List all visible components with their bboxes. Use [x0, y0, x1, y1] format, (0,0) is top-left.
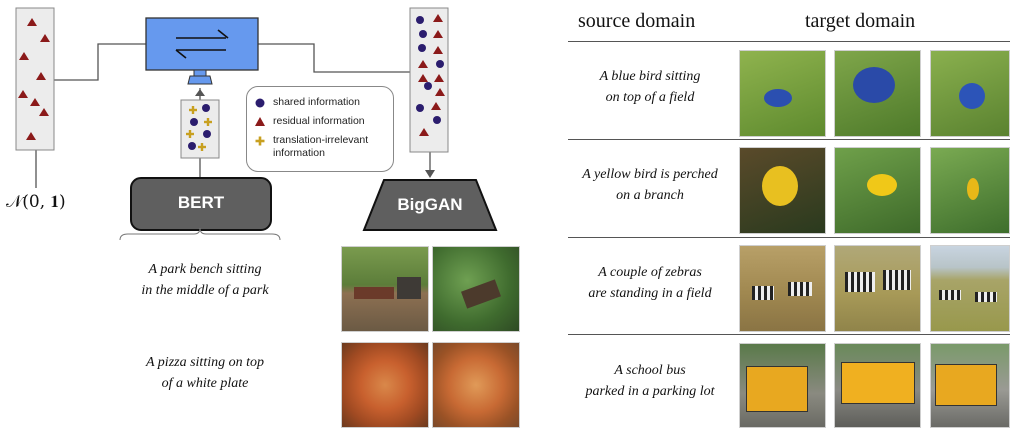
- table-row-4-line1: A school bus: [614, 363, 686, 378]
- blue-bird-image-1: [739, 50, 826, 137]
- example-caption-2-line1: A pizza sitting on top: [146, 355, 264, 370]
- embedding-pluses: [186, 106, 212, 151]
- yellow-bird-image-3: [930, 147, 1010, 234]
- translator-to-latent-line: [258, 43, 410, 73]
- legend-label-irrelevant: translation-irrelevant information: [273, 134, 369, 159]
- example-caption-1-line1: A park bench sitting: [148, 262, 262, 277]
- text-embedding-vector: [180, 99, 220, 159]
- zebra-image-2: [834, 245, 921, 332]
- noise-vector: [15, 7, 55, 151]
- blue-bird-image-3: [930, 50, 1010, 137]
- adapter-neck: [193, 69, 207, 77]
- table-row-4-caption: A school bus parked in a parking lot: [570, 360, 730, 402]
- noise-distribution-label: 𝒩(0, 𝟏): [6, 192, 66, 212]
- example-caption-2: A pizza sitting on top of a white plate: [110, 352, 300, 394]
- legend-item-shared: shared information: [253, 96, 360, 110]
- table-row-1-line2: on top of a field: [605, 90, 695, 105]
- table-rule-top: [568, 41, 1010, 42]
- bert-input-brace: [119, 227, 281, 241]
- translation-arrows-icon: [175, 29, 229, 59]
- zebra-image-3: [930, 245, 1010, 332]
- translator-block: [145, 17, 259, 71]
- table-row-3-line1: A couple of zebras: [598, 265, 702, 280]
- table-rule-3: [568, 334, 1010, 335]
- biggan-label: BigGAN: [397, 195, 463, 214]
- generated-image-bench-2: [432, 246, 520, 332]
- example-caption-2-line2: of a white plate: [161, 376, 249, 391]
- legend: shared information residual information …: [246, 86, 394, 172]
- blue-bird-image-2: [834, 50, 921, 137]
- generated-image-pizza-2: [432, 342, 520, 428]
- table-row-1-caption: A blue bird sitting on top of a field: [570, 66, 730, 108]
- model-diagram: [15, 7, 498, 241]
- yellow-bird-image-1: [739, 147, 826, 234]
- noise-vector-triangles: [18, 18, 50, 140]
- table-row-1-line1: A blue bird sitting: [599, 69, 701, 84]
- triangle-icon: [255, 117, 265, 126]
- example-caption-1-line2: in the middle of a park: [141, 283, 269, 298]
- latent-triangles: [418, 14, 445, 136]
- table-rule-1: [568, 139, 1010, 140]
- table-row-2-line2: on a branch: [616, 188, 684, 203]
- example-caption-1: A park bench sitting in the middle of a …: [110, 259, 300, 301]
- table-row-2-caption: A yellow bird is perched on a branch: [570, 164, 730, 206]
- header-source-domain: source domain: [578, 10, 696, 32]
- table-rule-2: [568, 237, 1010, 238]
- school-bus-image-3: [930, 343, 1010, 428]
- zebra-image-1: [739, 245, 826, 332]
- school-bus-image-2: [834, 343, 921, 428]
- table-row-4-line2: parked in a parking lot: [585, 384, 715, 399]
- arrowhead-down: [425, 170, 435, 178]
- legend-label-residual: residual information: [273, 115, 365, 127]
- generated-image-pizza-1: [341, 342, 429, 428]
- circle-icon: [255, 98, 265, 108]
- table-row-3-line2: are standing in a field: [588, 286, 712, 301]
- latent-circles: [416, 16, 444, 124]
- bert-block: [130, 177, 272, 231]
- legend-label-shared: shared information: [273, 96, 360, 108]
- generated-image-bench-1: [341, 246, 429, 332]
- school-bus-image-1: [739, 343, 826, 428]
- legend-item-irrelevant: translation-irrelevant information: [253, 134, 387, 160]
- table-row-2-line1: A yellow bird is perched: [582, 167, 718, 182]
- embedding-circles: [188, 104, 211, 150]
- yellow-bird-image-2: [834, 147, 921, 234]
- header-target-domain: target domain: [805, 10, 916, 32]
- bert-label: BERT: [177, 193, 225, 212]
- adapter-base: [187, 75, 213, 85]
- legend-item-residual: residual information: [253, 115, 365, 129]
- plus-icon: [255, 136, 265, 146]
- biggan-block: [362, 179, 498, 231]
- noise-to-translator-line: [54, 43, 146, 81]
- table-row-3-caption: A couple of zebras are standing in a fie…: [570, 262, 730, 304]
- arrowhead-up: [195, 89, 205, 96]
